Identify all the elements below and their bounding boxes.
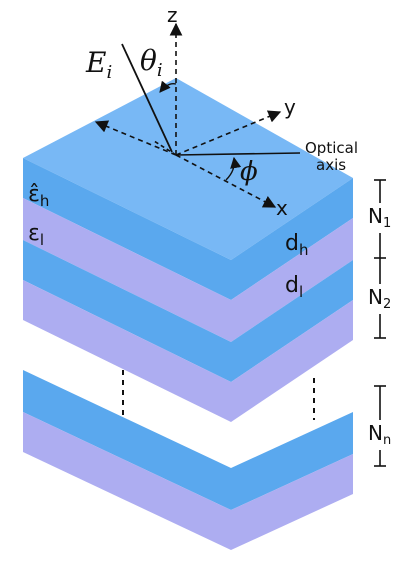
layer-low-left [23,412,231,550]
phi-arc [225,156,242,181]
period-2-symbol: N [368,285,383,309]
layer-4-low-right [231,300,353,422]
eps-h-label: ε̂h [28,182,49,210]
period-label-2-bg [366,284,400,314]
field-subscript: i [106,62,112,83]
eps-l-symbol: ε [28,221,40,246]
d-l-label: dl [285,273,303,301]
d-l-symbol: d [285,273,299,298]
period-1-symbol: N [368,204,383,228]
coordinate-axes [94,22,282,208]
d-h-label: dh [285,231,308,259]
field-label: Ei [85,46,112,83]
period-label-n: Nn [368,421,391,448]
optical-axis-line [175,152,301,156]
period-2-subscript: 2 [383,297,391,312]
x-axis [175,154,277,208]
layer-3-high-right [231,260,353,382]
d-h-subscript: h [299,241,309,259]
x-neg-axis [153,140,177,156]
layer-1-high-left [23,158,231,300]
period-n-symbol: N [368,421,383,445]
period-label-1-bg [366,203,400,233]
x-axis-label: x [276,196,288,220]
layer-high-right [231,412,353,510]
eps-h-symbol: ε̂ [28,182,40,207]
layer-high-left [23,370,231,510]
theta-arc [159,80,177,93]
y-axis [175,110,282,156]
layer-low-right [231,454,353,550]
layer-3-high-left [23,240,231,382]
optical-axis-label-line1: Optical [305,139,358,157]
layer-2-low-right [231,218,353,342]
optical-axis-label-line2: axis [316,156,346,174]
field-symbol: E [85,46,106,79]
phi-label: ϕ [240,157,258,187]
incident-field-vector [121,43,173,153]
layer-4-low-left [23,280,231,422]
z-axis-label: z [167,3,178,27]
period-label-1: N1 [368,204,391,231]
field-projection [94,120,177,156]
theta-symbol: θ [140,44,157,77]
bottom-stack [23,370,353,550]
eps-l-subscript: l [40,231,44,249]
period-label-n-bg [366,420,400,450]
eps-h-subscript: h [40,192,50,210]
period-label-2: N2 [368,285,391,312]
d-h-symbol: d [285,231,299,256]
theta-subscript: i [157,60,163,81]
eps-l-label: εl [28,221,44,249]
theta-label: θi [140,44,163,81]
period-n-subscript: n [383,433,391,448]
layer-1-high-right [231,178,353,300]
layer-2-low-left [23,198,231,342]
period-1-subscript: 1 [383,216,391,231]
y-axis-label: y [284,95,296,119]
d-l-subscript: l [299,283,303,301]
